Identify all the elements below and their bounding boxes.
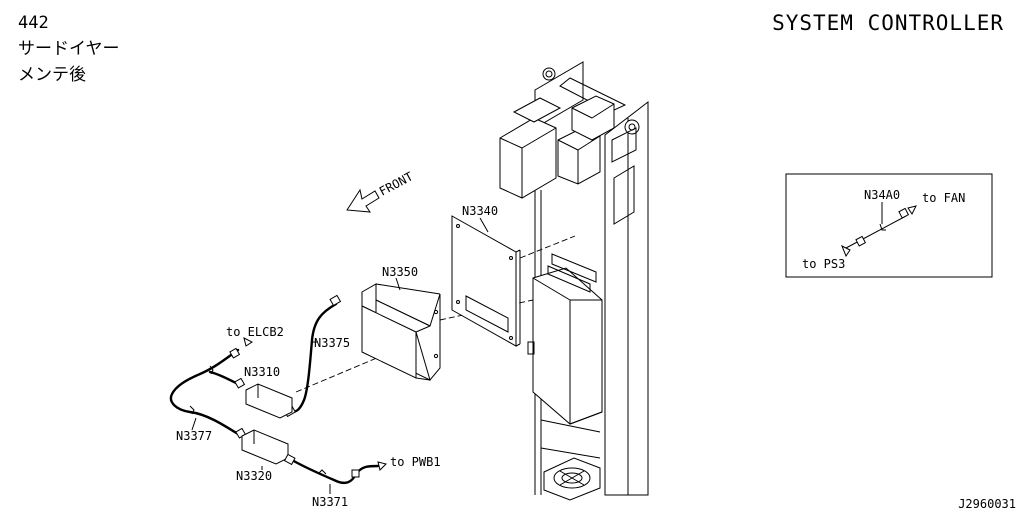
front-arrow-icon: [346, 188, 380, 213]
label-n34a0: N34A0: [864, 188, 900, 202]
controller-cabinet: [499, 61, 649, 501]
label-n3350: N3350: [382, 265, 418, 279]
harness-n3377: [169, 347, 247, 439]
harness-n3375: [283, 294, 342, 418]
label-n3310: N3310: [244, 365, 280, 379]
diagram-title: SYSTEM CONTROLLER: [772, 11, 1004, 35]
front-label: FRONT: [377, 169, 415, 198]
harness-n3371: [283, 453, 380, 485]
inset-box: [785, 173, 993, 278]
board-n3310: [245, 383, 293, 419]
dest-pwb1: to PWB1: [390, 455, 441, 469]
dest-elcb2: to ELCB2: [226, 325, 284, 339]
label-n3377: N3377: [176, 429, 212, 443]
elcb2-arrow-icon: [243, 337, 253, 347]
header-line-2: メンテ後: [18, 65, 86, 85]
board-n3340: [451, 215, 521, 347]
label-n3320: N3320: [236, 469, 272, 483]
pwb1-arrow-icon: [377, 461, 387, 471]
header-code: 442: [18, 13, 49, 33]
dest-ps3: to PS3: [802, 257, 845, 271]
label-n3340: N3340: [462, 204, 498, 218]
label-n3371: N3371: [312, 495, 348, 509]
board-n3320: [241, 429, 289, 465]
bracket-n3350: [361, 283, 441, 382]
figure-id: J2960031: [958, 497, 1016, 511]
header-line-1: サードイヤー: [18, 39, 120, 59]
label-n3375: N3375: [314, 336, 350, 350]
dest-fan: to FAN: [922, 191, 965, 205]
